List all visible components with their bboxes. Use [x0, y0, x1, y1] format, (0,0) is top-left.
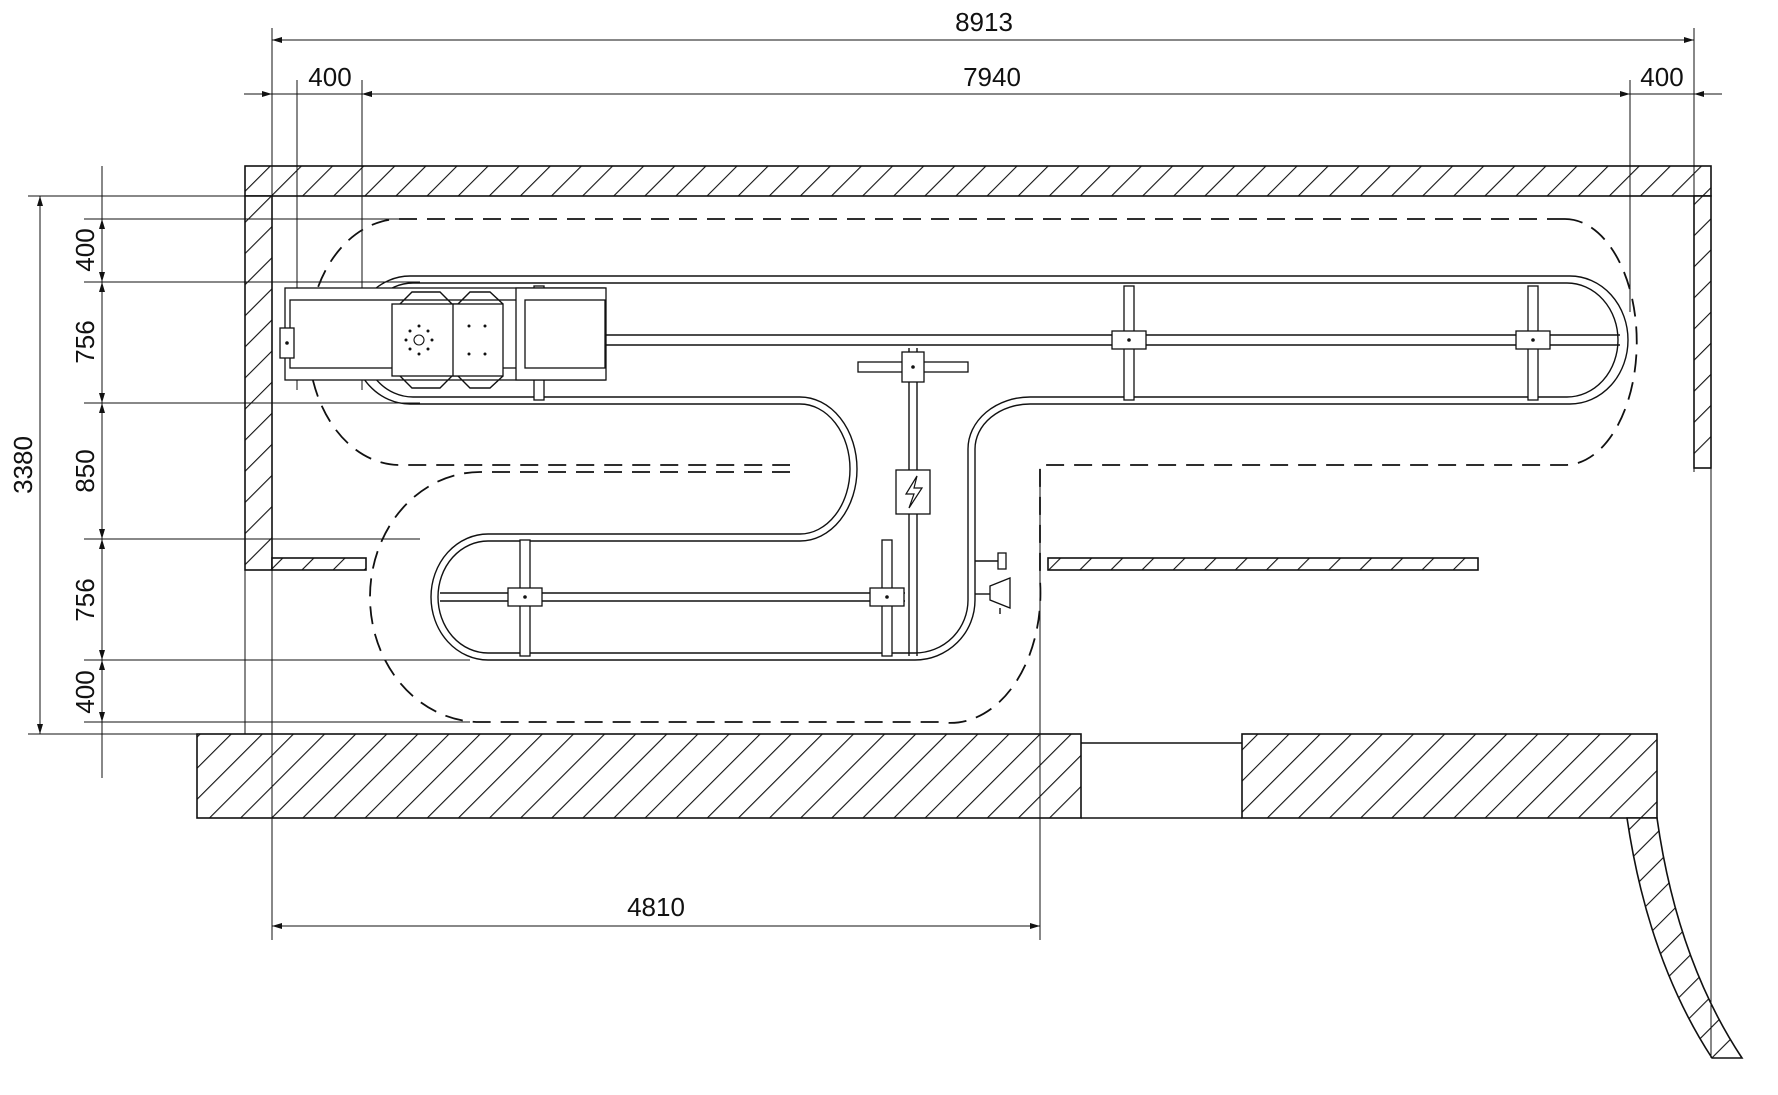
dim-overall-width: 8913 [955, 7, 1013, 37]
dim-upper-loop: 756 [70, 320, 100, 363]
wall-bottom-left [196, 733, 1082, 819]
dim-top-clearance: 400 [70, 228, 100, 271]
t-support [857, 351, 969, 383]
dim-lower-loop: 756 [70, 578, 100, 621]
terminal-device [975, 552, 1011, 614]
dim-track-width: 7940 [963, 62, 1021, 92]
wall-right [1693, 195, 1712, 469]
dim-bottom-width: 4810 [627, 892, 685, 922]
walls [196, 165, 1744, 1059]
lightning-icon [904, 475, 924, 509]
dim-bottom-clearance: 400 [70, 670, 100, 713]
dim-middle: 850 [70, 449, 100, 492]
upper-loop-rail-outer [351, 275, 1629, 661]
dimension-lines: 8913 400 7940 400 4810 3380 400 [8, 7, 1722, 940]
support-1 [1111, 285, 1147, 401]
support-2 [1515, 285, 1551, 401]
wall-left-stub [271, 557, 367, 571]
wall-bottom-right [1241, 733, 1658, 819]
support-5 [869, 539, 905, 657]
loading-station [279, 287, 607, 389]
wall-partition [1047, 557, 1479, 571]
upper-loop-rail-inner [361, 282, 1619, 654]
wall-left [244, 195, 273, 571]
power-box [895, 469, 931, 515]
dashed-envelope [307, 218, 1638, 724]
door-swing-wall [1626, 817, 1744, 1059]
wall-top [244, 165, 1712, 197]
dim-right-clearance: 400 [1640, 62, 1683, 92]
support-4 [507, 539, 543, 657]
vehicle-body [391, 303, 459, 377]
room-outline [244, 166, 1712, 1058]
dim-overall-height: 3380 [8, 436, 38, 494]
dim-left-clearance: 400 [308, 62, 351, 92]
